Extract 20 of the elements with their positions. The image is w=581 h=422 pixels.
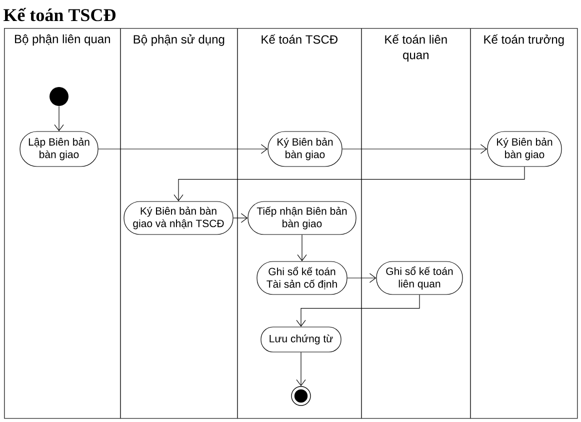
end-circle [291, 386, 311, 406]
arrow [347, 273, 376, 283]
activity-box: Ghi sổ kế toán Tài sản cố định [256, 261, 348, 295]
activity-box: Ký Biên bản bàn giao và nhận TSCĐ [124, 201, 234, 235]
activity-box: Tiếp nhận Biên bản bàn giao [248, 201, 356, 235]
arrow [174, 166, 525, 202]
arrow [342, 144, 488, 154]
activity-box: Ký Biên bản bàn giao [268, 131, 342, 167]
arrow [233, 213, 248, 223]
activity-box: Lưu chứng từ [260, 326, 342, 352]
activity-box: Ghi sổ kế toán liên quan [376, 261, 463, 295]
arrow [296, 352, 306, 386]
start-circle [50, 87, 68, 106]
arrow [296, 294, 420, 327]
arrow [297, 234, 307, 262]
activity-box: Lập Biên bản bàn giao [20, 131, 98, 167]
activity-box: Ký Biên bản bàn giao [487, 131, 562, 167]
arrow [54, 106, 64, 132]
title: Kế toán TSCĐ [4, 8, 116, 22]
arrow [98, 144, 268, 154]
